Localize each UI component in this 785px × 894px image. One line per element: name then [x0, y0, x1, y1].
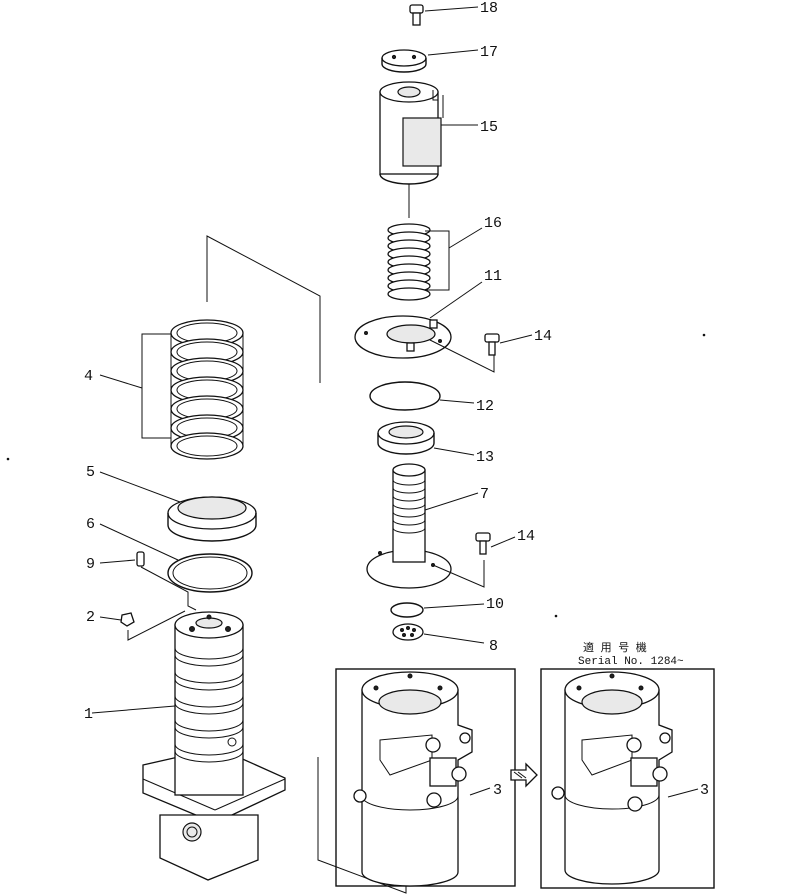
part-3-housing-current-box	[317, 668, 516, 894]
callout-5: 5	[86, 464, 95, 481]
part-18-bolt	[409, 4, 479, 26]
part-10-o-ring	[390, 602, 485, 618]
arrow-icon	[510, 762, 538, 788]
part-11-plate	[354, 281, 495, 373]
part-17-cover	[381, 49, 479, 73]
part-13-bushing	[377, 421, 475, 456]
callout-11: 11	[484, 268, 502, 285]
part-7-shaft	[366, 463, 485, 589]
callout-6: 6	[86, 516, 95, 533]
callout-2: 2	[86, 609, 95, 626]
serial-number-label: Serial No. 1284~	[578, 656, 684, 668]
callout-7: 7	[480, 486, 489, 503]
part-8-plate	[392, 623, 485, 644]
part-6-snap-ring	[99, 523, 253, 593]
callout-10: 10	[486, 596, 504, 613]
part-1-swivel-body	[91, 611, 286, 881]
callout-15: 15	[480, 119, 498, 136]
part-14-bolt-lower	[475, 532, 516, 555]
part-15-sleeve	[379, 81, 478, 218]
part-14-bolt-upper	[484, 333, 533, 356]
callout-1: 1	[84, 706, 93, 723]
applicability-kanji-label: 適 用 号 機	[583, 640, 647, 655]
callout-16: 16	[484, 215, 502, 232]
callout-18: 18	[480, 0, 498, 17]
part-2-plug	[99, 610, 186, 641]
part-4-spring-stack	[99, 235, 321, 460]
part-16-seal-stack	[387, 223, 483, 301]
callout-13: 13	[476, 449, 494, 466]
callout-17: 17	[480, 44, 498, 61]
callout-9: 9	[86, 556, 95, 573]
part-12-o-ring	[369, 381, 475, 411]
part-9-pin	[99, 551, 197, 611]
callout-4: 4	[84, 368, 93, 385]
callout-3-new: 3	[700, 782, 709, 799]
part-5-ring	[99, 471, 257, 542]
callout-8: 8	[489, 638, 498, 655]
callout-14-upper: 14	[534, 328, 552, 345]
callout-3-current: 3	[493, 782, 502, 799]
callout-12: 12	[476, 398, 494, 415]
part-3-housing-new-box	[540, 668, 715, 889]
callout-14-lower: 14	[517, 528, 535, 545]
